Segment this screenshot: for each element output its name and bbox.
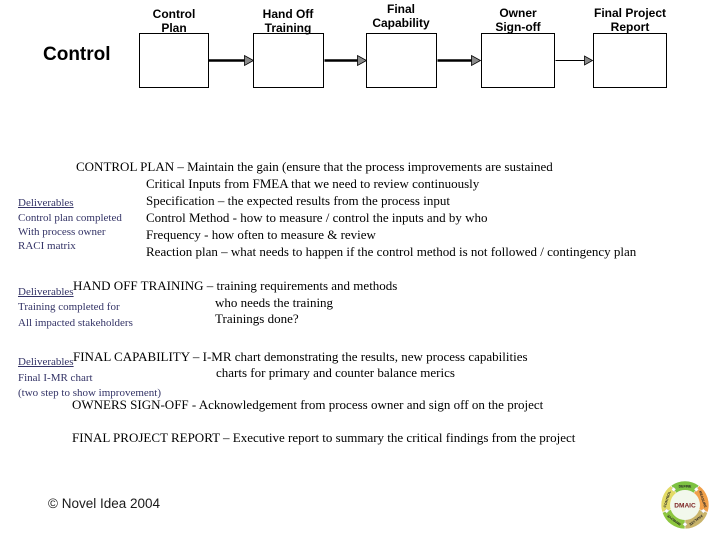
flow-box-label-hand-off-training: Hand Off Training [262, 7, 314, 35]
flow-box-owner-sign-off [481, 33, 555, 88]
logo-separator [700, 508, 706, 514]
flow-box-label-final-capability: Final Capability [372, 2, 430, 30]
section-control-plan-line: Reaction plan – what needs to happen if … [146, 244, 637, 259]
flow-box-label-final-project-report: Final Project Report [593, 6, 667, 34]
section-control-plan-line: Critical Inputs from FMEA that we need t… [146, 176, 480, 191]
section-final-capability-line: charts for primary and counter balance m… [216, 365, 455, 380]
deliverables-item: Control plan completed [18, 212, 122, 224]
stage-label: Control [43, 44, 111, 65]
section-control-plan-heading: CONTROL PLAN – Maintain the gain (ensure… [76, 159, 553, 174]
flow-box-final-capability [366, 33, 437, 88]
section-final-project-report-heading: FINAL PROJECT REPORT – Executive report … [72, 430, 576, 445]
logo-center-text: DMAIC [674, 502, 696, 509]
flow-box-label-control-plan: Control Plan [152, 7, 196, 35]
logo-separator [693, 486, 699, 492]
flow-box-label-owner-sign-off: Owner Sign-off [495, 6, 541, 34]
dmaic-logo: DEFINE MEASURE ANALYZE IMPROVE CONTROL D… [661, 481, 709, 529]
section-control-plan-line: Control Method - how to measure / contro… [146, 210, 488, 225]
flow-arrow [324, 54, 368, 67]
logo-separator [682, 521, 688, 527]
flow-box-final-project-report [593, 33, 667, 88]
deliverables-item: All impacted stakeholders [18, 317, 133, 329]
section-final-capability-heading: FINAL CAPABILITY – I-MR chart demonstrat… [73, 349, 528, 364]
copyright-text: © Novel Idea 2004 [48, 496, 161, 511]
section-owners-sign-off-heading: OWNERS SIGN-OFF - Acknowledgement from p… [72, 397, 544, 412]
section-control-plan-line: Frequency - how often to measure & revie… [146, 227, 376, 242]
logo-segment-label-define: DEFINE [679, 484, 692, 488]
deliverables-item: Final I-MR chart [18, 372, 93, 384]
deliverables-item: RACI matrix [18, 240, 76, 252]
deliverables-item: (two step to show improvement) [18, 387, 161, 399]
flow-arrow [437, 54, 482, 67]
section-control-plan-line: Specification – the expected results fro… [146, 193, 450, 208]
logo-inner-circle [670, 490, 700, 520]
logo-segment-label-control: CONTROL [663, 490, 672, 508]
flow-box-control-plan [139, 33, 209, 88]
section-hand-off-training-line: Trainings done? [215, 311, 299, 326]
section-hand-off-training-heading: HAND OFF TRAINING – training requirement… [73, 278, 398, 293]
deliverables-item: With process owner [18, 226, 106, 238]
deliverables-title: Deliverables [18, 197, 74, 209]
deliverables-item: Training completed for [18, 301, 120, 313]
deliverables-title: Deliverables [18, 286, 74, 298]
logo-separator [671, 486, 677, 492]
logo-segment-define [671, 481, 699, 493]
flow-arrows [209, 54, 594, 67]
flow-arrow-thin [555, 55, 594, 66]
section-hand-off-training-line: who needs the training [215, 295, 334, 310]
flow-box-hand-off-training [253, 33, 324, 88]
logo-separator [664, 508, 670, 514]
flow-arrow [209, 54, 255, 67]
deliverables-title: Deliverables [18, 356, 74, 368]
logo-segment-label-measure: MEASURE [698, 490, 707, 508]
